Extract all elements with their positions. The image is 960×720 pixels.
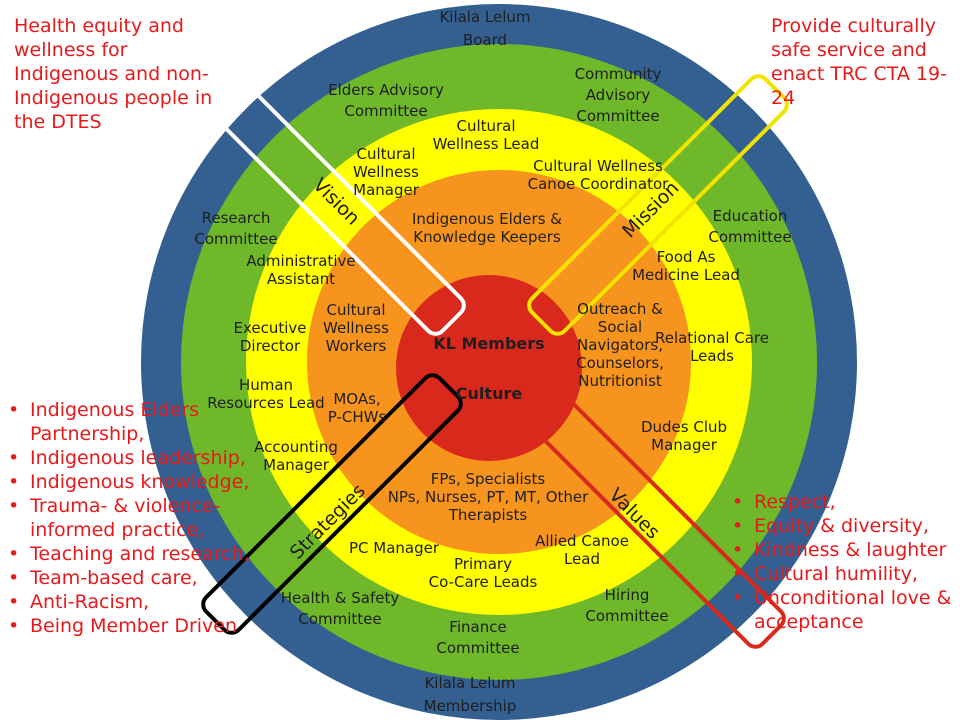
strategy-item: Anti-Racism,	[4, 590, 274, 614]
value-item: Unconditional love & acceptance	[728, 586, 960, 634]
strategy-item: Trauma- & violence-informed practice,	[4, 494, 274, 542]
vision-pillar	[204, 74, 466, 336]
strategy-item: Teaching and research,	[4, 542, 274, 566]
core-members-label: KL Members	[433, 334, 544, 353]
values-pillar	[524, 387, 786, 649]
mission-statement: Provide culturally safe service and enac…	[771, 15, 947, 109]
value-item: Cultural humility,	[728, 562, 960, 586]
values-list: Respect,Equity & diversity,Kindness & la…	[728, 490, 960, 634]
value-item: Equity & diversity,	[728, 514, 960, 538]
core-culture-label: Culture	[456, 384, 523, 403]
strategies-list: Indigenous Elders Partnership,Indigenous…	[4, 398, 274, 638]
mission-pillar	[527, 74, 789, 336]
strategy-item: Indigenous knowledge,	[4, 470, 274, 494]
strategy-item: Indigenous leadership,	[4, 446, 274, 470]
value-item: Respect,	[728, 490, 960, 514]
label-pc-manager: PC Manager	[349, 539, 440, 557]
core-circle	[396, 275, 582, 461]
value-item: Kindness & laughter	[728, 538, 960, 562]
strategy-item: Team-based care,	[4, 566, 274, 590]
strategy-item: Indigenous Elders Partnership,	[4, 398, 274, 446]
label-indigenous-elders-knowledge-keepers: Indigenous Elders &Knowledge Keepers	[412, 210, 562, 246]
strategy-item: Being Member Driven	[4, 614, 274, 638]
label-moas-p-chws: MOAs,P-CHWs	[328, 390, 387, 426]
vision-statement: Health equity and wellness for Indigenou…	[14, 15, 213, 133]
